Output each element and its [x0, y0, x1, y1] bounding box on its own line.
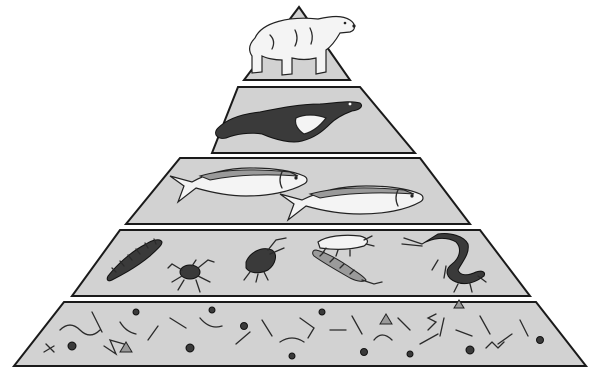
pyramid-tier-fish	[126, 158, 470, 224]
pyramid-tier-phytoplankton	[14, 302, 586, 366]
